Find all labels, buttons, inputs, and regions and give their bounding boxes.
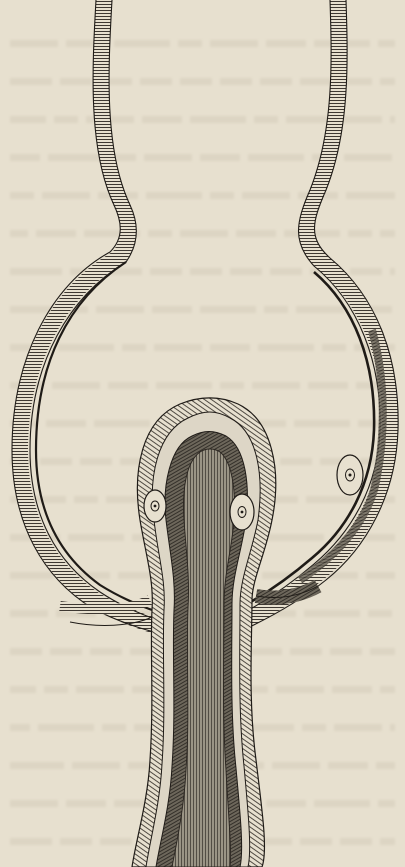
vesicle-left <box>144 490 166 522</box>
vesicle-middle <box>230 494 254 530</box>
vesicle-right <box>337 455 363 495</box>
left-membrane <box>12 0 165 634</box>
central-body <box>132 398 276 867</box>
